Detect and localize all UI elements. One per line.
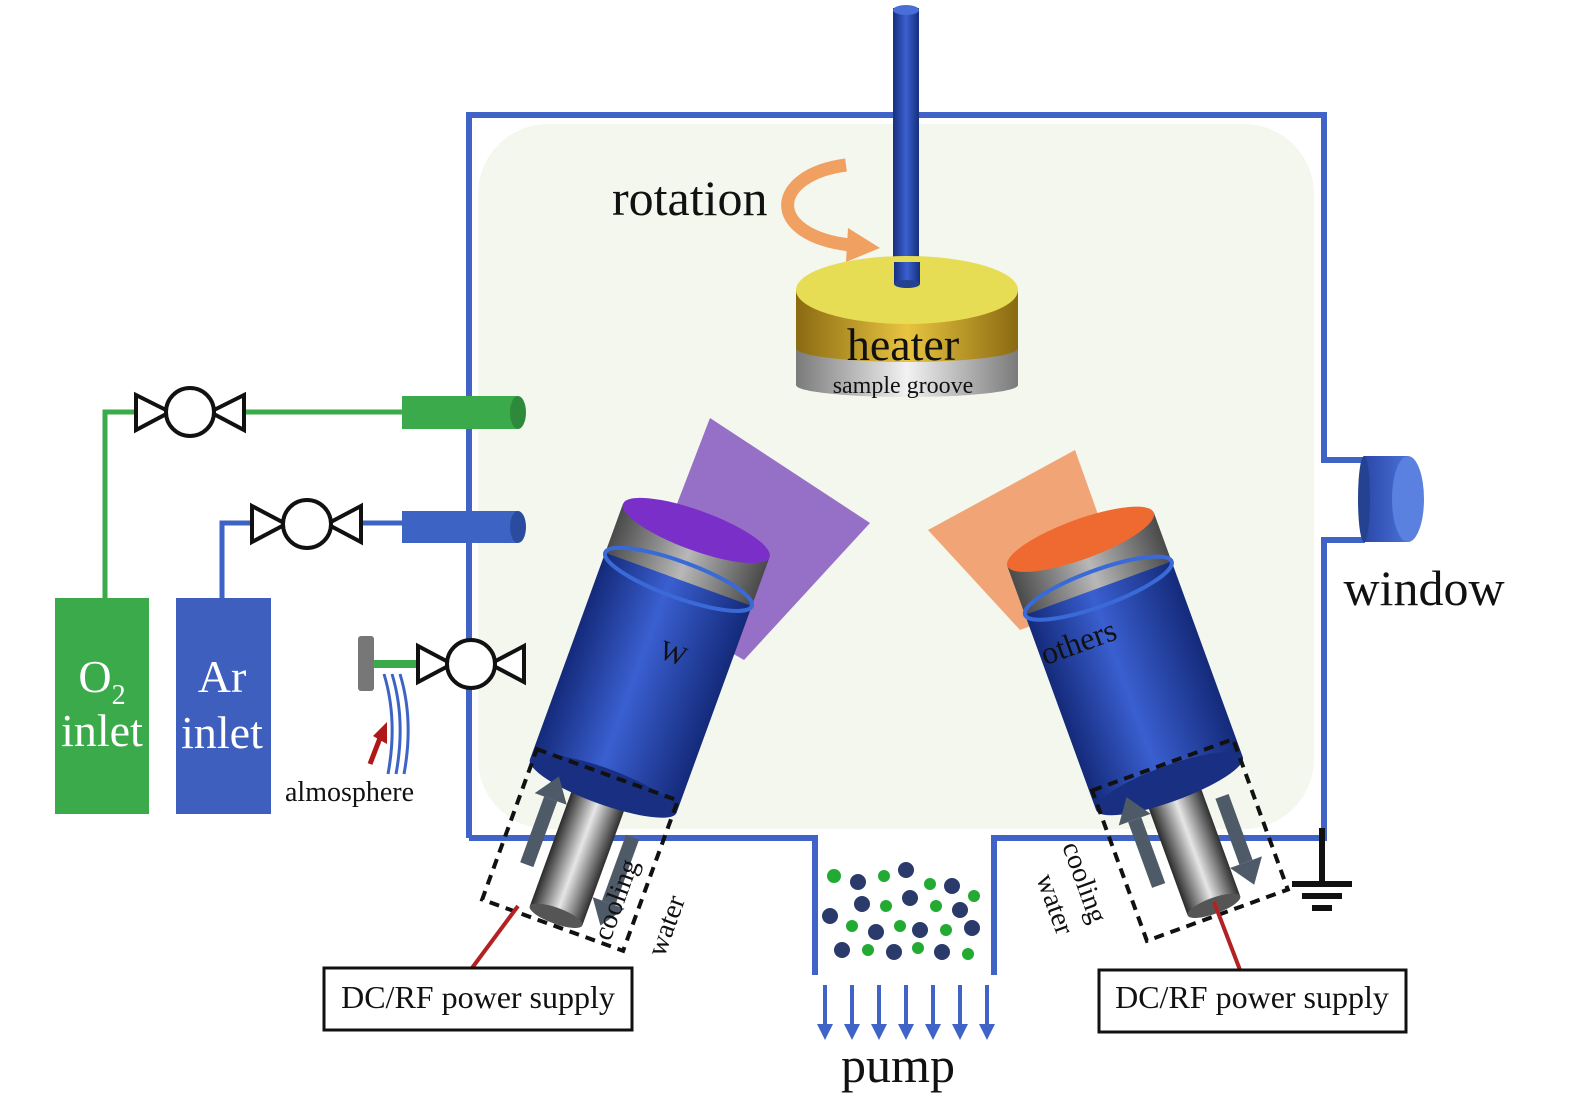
power-supply-left[interactable]	[322, 966, 634, 1032]
pump-particles	[822, 862, 980, 960]
power-supply-left-label: DC/RF power supply	[341, 979, 615, 1015]
cooling-left-line2: water	[641, 891, 692, 961]
atmosphere-label: almosphere	[285, 777, 414, 808]
ar-inlet-label: Ar	[198, 651, 247, 702]
window-label: window	[1343, 560, 1504, 616]
ar-inlet-word: inlet	[181, 707, 263, 758]
cooling-box-left	[479, 746, 681, 954]
valve-icon[interactable]	[250, 498, 363, 550]
atmosphere-vent	[358, 636, 420, 775]
o2-inlet-word: inlet	[61, 705, 143, 756]
cooling-box-right	[1089, 736, 1291, 944]
pump-label: pump	[841, 1037, 955, 1093]
cooling-arrow-icon	[1118, 794, 1262, 888]
window-port	[1358, 456, 1424, 542]
o2-gas-line	[102, 396, 526, 598]
sample-groove-label: sample groove	[833, 373, 974, 399]
cooling-arrow-icon	[520, 776, 640, 926]
power-supply-right-label: DC/RF power supply	[1115, 979, 1389, 1015]
o2-inlet-label: O2	[78, 651, 125, 711]
power-cable-left	[470, 904, 520, 970]
power-supply-right[interactable]	[1097, 968, 1408, 1034]
ar-cylinder	[176, 598, 271, 814]
heater	[796, 256, 1018, 397]
rotation-arrow-icon	[781, 158, 880, 262]
pump-arrow-icon	[817, 985, 995, 1040]
valve-icon[interactable]	[416, 638, 526, 690]
power-cable-right	[1212, 901, 1242, 971]
atmosphere-arrow-icon	[367, 722, 387, 765]
valve-icon[interactable]	[134, 386, 246, 438]
o2-cylinder	[55, 598, 149, 814]
magnetron-gun-left	[529, 497, 770, 928]
ground-icon	[1292, 828, 1352, 911]
magnetron-gun-right	[1006, 506, 1244, 918]
ar-gas-line	[219, 511, 526, 598]
rotation-shaft	[893, 8, 919, 278]
heater-label: heater	[847, 319, 959, 370]
rotation-label: rotation	[612, 170, 768, 226]
